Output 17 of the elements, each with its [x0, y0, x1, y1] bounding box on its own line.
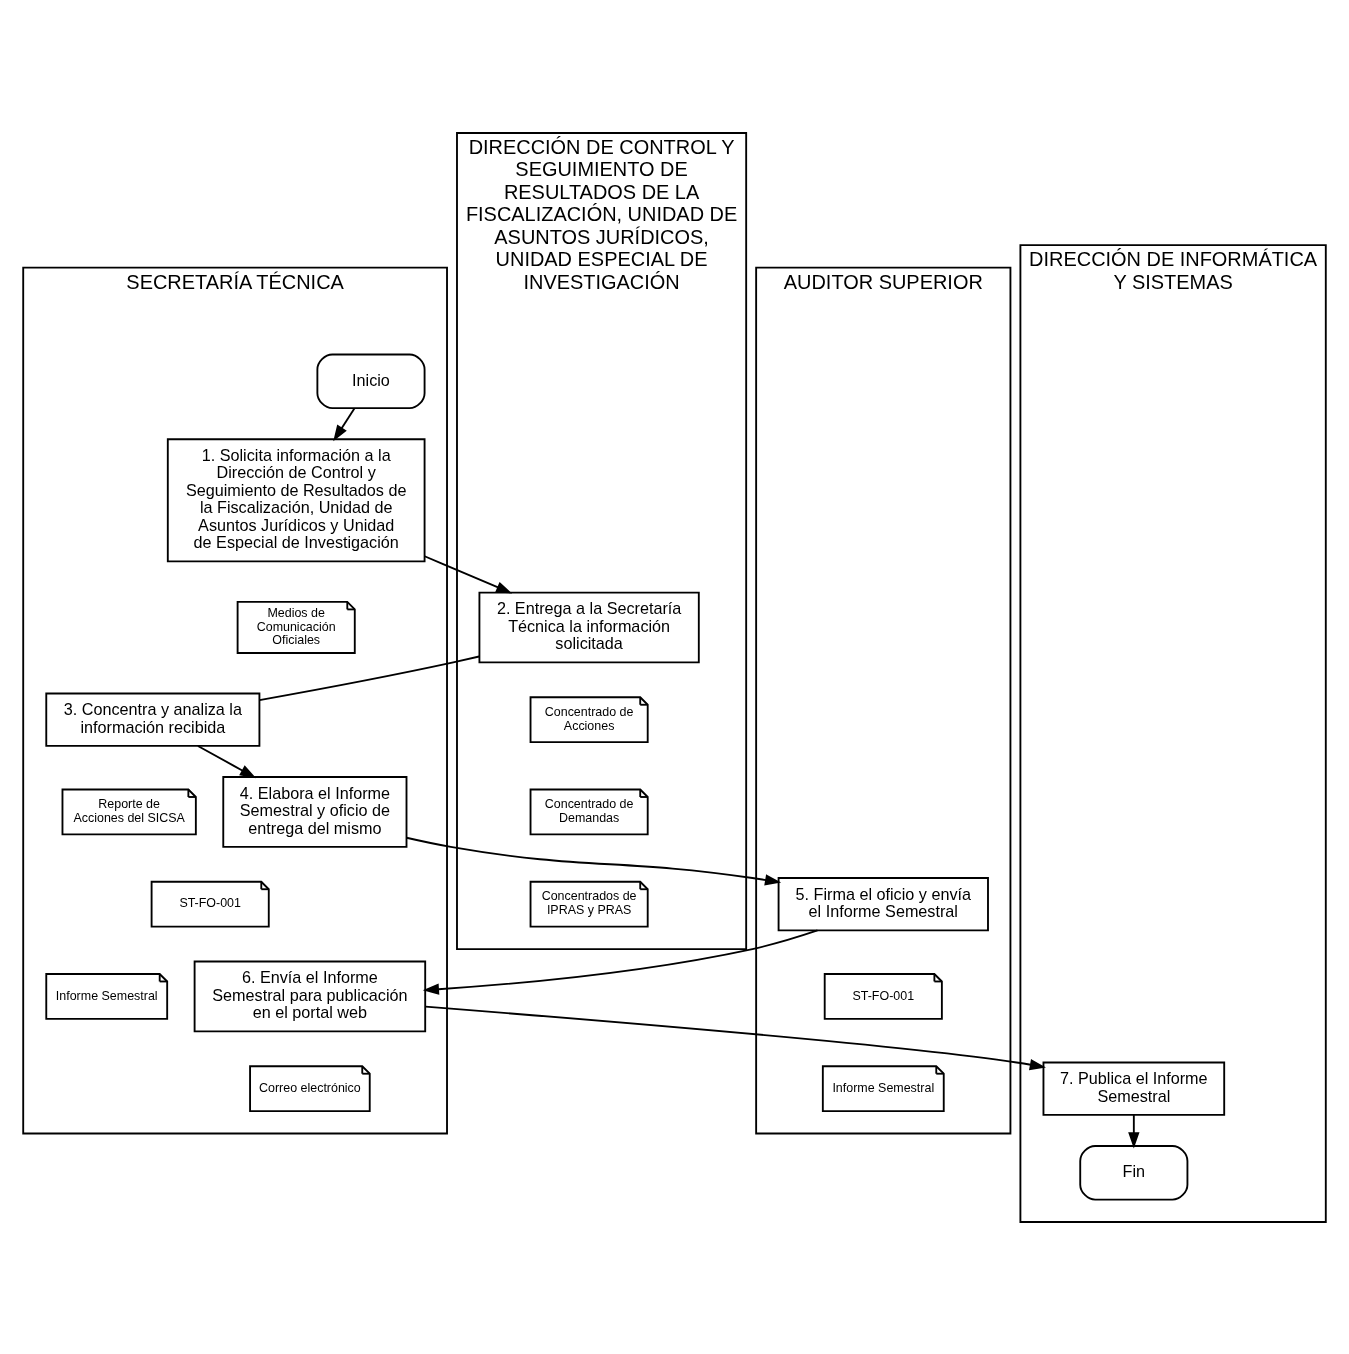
node-box: 6. Envía el Informe Semestral para publicación en el portal web — [193, 960, 427, 1032]
node-box: 2. Entrega a la Secretaría Técnica la información solicitada — [478, 591, 700, 663]
arrow — [197, 744, 257, 778]
node-box: Fin — [1079, 1144, 1189, 1201]
connector — [258, 655, 481, 701]
node-box: 1. Solicita información a la Dirección de Control y Seguimiento de Resultados de la Fiscalización, Unidad de Asuntos Jurídicos y Unidad de Especial de Investigación — [166, 437, 426, 562]
node-box: Inicio — [316, 353, 426, 409]
node-box: 3. Concentra y analiza la información recibida — [45, 692, 261, 747]
arrow — [423, 554, 513, 593]
arrow — [333, 406, 356, 441]
arrow — [424, 1005, 1046, 1070]
arrow — [1128, 1113, 1140, 1148]
node-box: 7. Publica el Informe Semestral — [1042, 1061, 1226, 1116]
arrow — [405, 836, 782, 886]
node-box: 5. Firma el oficio y envía el Informe Semestral — [777, 876, 989, 931]
arrow — [422, 929, 819, 995]
node-box: 4. Elabora el Informe Semestral y oficio de entrega del mismo — [222, 775, 408, 848]
